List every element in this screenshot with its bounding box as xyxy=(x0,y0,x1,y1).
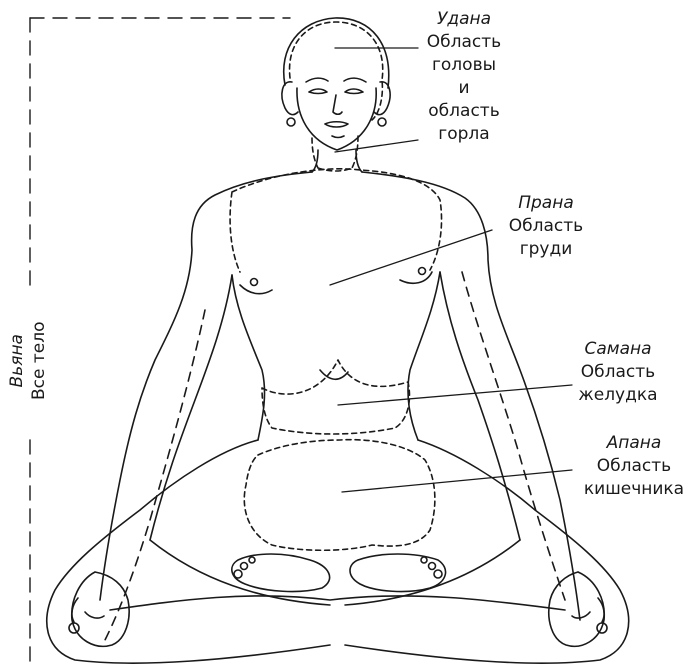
prana-label: Прана Область груди xyxy=(500,192,592,261)
apana-line-2: кишечника xyxy=(578,478,690,501)
udana-line-1: Область xyxy=(418,31,510,54)
samana-line-1: Область xyxy=(572,361,664,384)
udana-line-3: и xyxy=(418,77,510,100)
prana-leader xyxy=(330,230,492,285)
udana-name: Удана xyxy=(418,8,510,31)
samana-name: Самана xyxy=(572,338,664,361)
apana-region xyxy=(244,440,435,551)
right-arm-channel xyxy=(462,272,565,600)
prana-line-1: Область xyxy=(500,215,592,238)
apana-label: Апана Область кишечника xyxy=(578,432,690,501)
prana-line-2: груди xyxy=(500,238,592,261)
apana-leader xyxy=(342,470,572,492)
prana-region xyxy=(230,169,441,272)
samana-region xyxy=(262,360,409,434)
samana-line-2: желудка xyxy=(572,384,664,407)
samana-leader xyxy=(338,385,572,405)
udana-line-2: головы xyxy=(418,54,510,77)
head-outline xyxy=(282,18,390,150)
udana-line-4: область xyxy=(418,100,510,123)
udana-line-5: горла xyxy=(418,123,510,146)
vyana-line-1: Все тело xyxy=(28,321,50,400)
feet-outline xyxy=(232,554,446,591)
apana-line-1: Область xyxy=(578,455,690,478)
samana-label: Самана Область желудка xyxy=(572,338,664,407)
prana-name: Прана xyxy=(500,192,592,215)
apana-name: Апана xyxy=(578,432,690,455)
vyana-name: Вьяна xyxy=(6,321,28,400)
vyana-label: Вьяна Все тело xyxy=(6,321,50,400)
udana-label: Удана Область головы и область горла xyxy=(418,8,510,146)
